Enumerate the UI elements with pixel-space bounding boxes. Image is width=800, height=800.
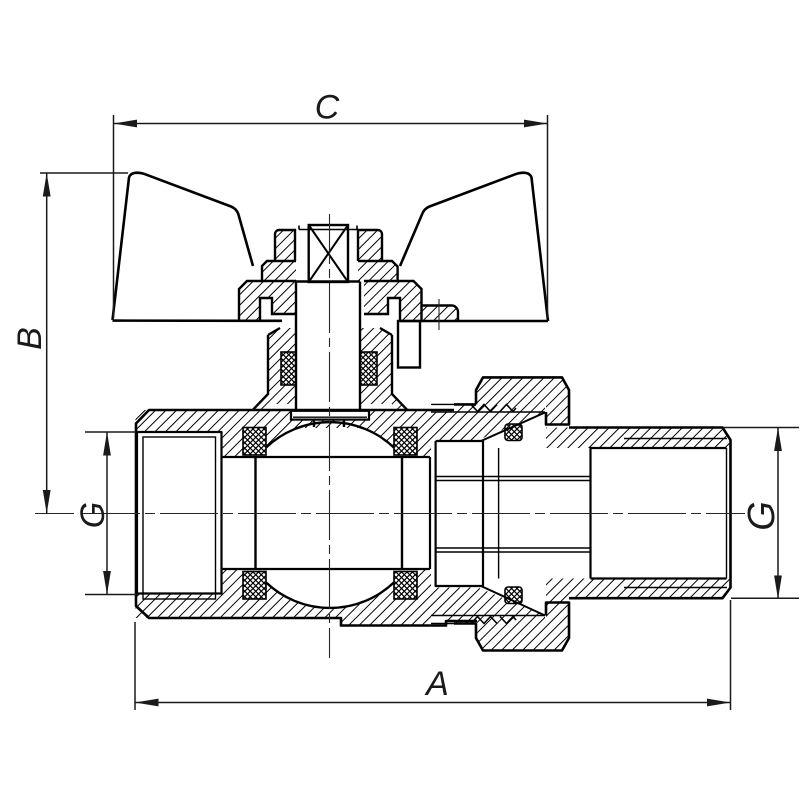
svg-text:G: G — [74, 502, 112, 528]
svg-text:G: G — [741, 501, 783, 531]
svg-text:C: C — [315, 89, 340, 127]
svg-text:A: A — [424, 665, 449, 703]
svg-text:B: B — [11, 327, 49, 350]
